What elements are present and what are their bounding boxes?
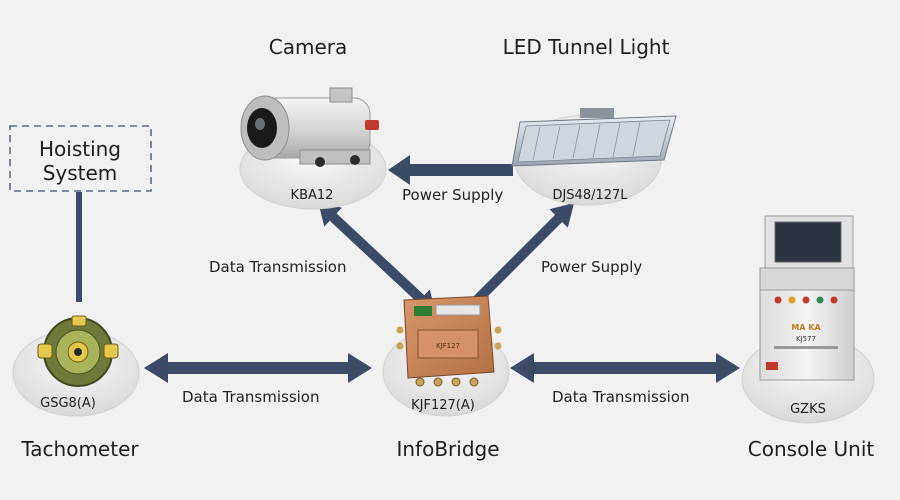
console-image: MA KA KJ577: [759, 215, 855, 381]
arrow-camera-infobridge: [318, 203, 436, 313]
console-panel-brand: MA KA: [791, 323, 821, 332]
infobridge-model: KJF127(A): [411, 398, 475, 413]
edge-label-camera-infobridge: Data Transmission: [209, 258, 346, 276]
arrow-tach-infobridge: [144, 353, 372, 383]
arrow-infobridge-to-light: [470, 202, 575, 307]
tunnel-light-image: [511, 108, 677, 167]
console-panel-code: KJ577: [796, 335, 816, 343]
edge-label-infobridge-to-light: Power Supply: [541, 258, 642, 276]
hoisting-label-line1: Hoisting: [39, 137, 121, 161]
camera-node: Camera KBA12: [239, 35, 387, 210]
camera-title: Camera: [269, 35, 348, 59]
edge-label-tach-infobridge: Data Transmission: [182, 388, 319, 406]
arrows: [144, 155, 740, 383]
hoisting-label-line2: System: [43, 161, 118, 185]
tunnel-light-model: DJS48/127L: [552, 188, 628, 203]
tunnel-light-node: LED Tunnel Light DJS48/127L: [503, 35, 677, 206]
arrow-infobridge-console: [510, 353, 740, 383]
arrow-light-to-camera: [388, 155, 513, 185]
console-node: MA KA KJ577 GZKS Console Unit: [741, 215, 875, 461]
tachometer-node: GSG8(A) Tachometer: [12, 315, 140, 461]
hoisting-dashed-box: [9, 125, 152, 192]
console-model: GZKS: [790, 402, 826, 417]
camera-model: KBA12: [291, 188, 334, 203]
hoisting-system-node: Hoisting System: [9, 125, 152, 192]
console-title: Console Unit: [748, 437, 875, 461]
tachometer-image: [37, 315, 119, 387]
edge-label-infobridge-console: Data Transmission: [552, 388, 689, 406]
tachometer-title: Tachometer: [20, 437, 139, 461]
tunnel-light-title: LED Tunnel Light: [503, 35, 670, 59]
edge-label-light-to-camera: Power Supply: [402, 186, 503, 204]
infobridge-panel-text: KJF127: [436, 342, 460, 350]
infobridge-node: KJF127 KJF127(A) InfoBridge: [382, 295, 510, 461]
tachometer-model: GSG8(A): [40, 396, 96, 411]
camera-image: [240, 87, 379, 167]
infobridge-title: InfoBridge: [396, 437, 499, 461]
infobridge-image: KJF127: [396, 295, 502, 387]
